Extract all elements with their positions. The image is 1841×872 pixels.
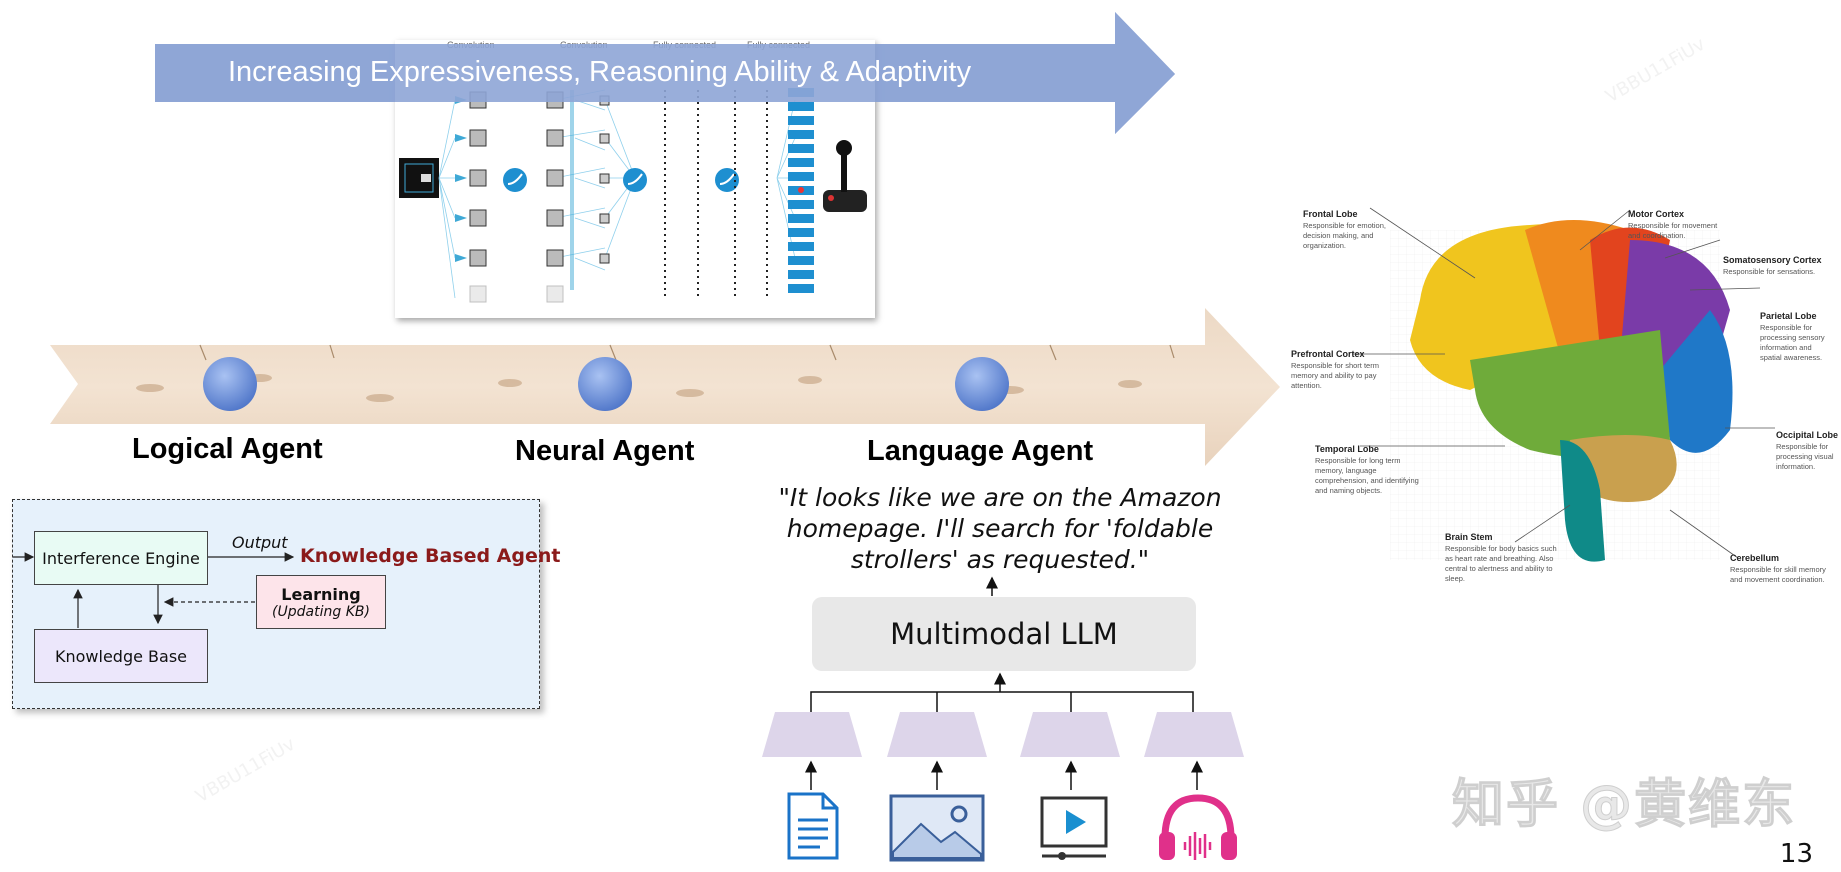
brain-region-title: Frontal Lobe (1303, 209, 1358, 219)
llm-connections (762, 576, 1244, 790)
language-agent-label: Language Agent (867, 435, 1094, 467)
brain-region-title: Motor Cortex (1628, 209, 1684, 219)
neural-network-figure: Convolution Convolution Fully connected … (395, 40, 875, 318)
brain-region-desc: Responsible for short term memory and ab… (1291, 361, 1379, 390)
background-watermark: VBBU11FiUv (192, 733, 299, 808)
brain-region-title: Brain Stem (1445, 532, 1493, 542)
network-drawing (399, 88, 867, 303)
encoder-trapezoid (1144, 712, 1244, 757)
brain-region-desc: Responsible for movement and coordinatio… (1628, 221, 1718, 240)
page-number: 13 (1779, 839, 1813, 869)
timeline-arrow (50, 308, 1280, 466)
background-watermark: VBBU11FiUv (1602, 33, 1709, 108)
timeline-node (955, 357, 1009, 411)
brain-region-desc: Responsible for long term memory, langua… (1315, 456, 1419, 495)
knowledge-based-agent-label: Knowledge Based Agent (300, 545, 561, 567)
brain-region-title: Temporal Lobe (1315, 444, 1379, 454)
timeline-node (203, 357, 257, 411)
brain-region-title: Somatosensory Cortex (1723, 255, 1822, 265)
timeline-node (578, 357, 632, 411)
knowledge-base-box: Knowledge Base (34, 629, 208, 683)
multimodal-llm-box: Multimodal LLM (812, 597, 1196, 671)
brain-region-title: Cerebellum (1730, 553, 1780, 563)
inference-engine-box: Interference Engine (34, 531, 208, 585)
output-label: Output (232, 533, 288, 552)
brain-region-desc: Responsible for sensations. (1723, 267, 1816, 276)
layer-header: Fully connected (747, 40, 811, 50)
brain-region-desc: Responsible for skill memory and movemen… (1730, 565, 1826, 584)
learning-title: Learning (281, 584, 361, 604)
encoder-trapezoid (887, 712, 987, 757)
brain-region-desc: Responsible for body basics such as hear… (1445, 544, 1557, 583)
zhihu-watermark: 知乎 @黄维东 (1451, 775, 1797, 836)
audio-icon (1159, 794, 1237, 860)
brain-region-desc: Responsible for processing visual inform… (1776, 442, 1834, 471)
neural-agent-label: Neural Agent (515, 435, 695, 467)
knowledge-based-agent-diagram: Interference Engine Output Knowledge Bas… (12, 499, 560, 709)
brain-region-desc: Responsible for emotion, decision making… (1303, 221, 1386, 250)
brain-region-title: Occipital Lobe (1776, 430, 1839, 440)
layer-header: Fully connected (653, 40, 717, 50)
brain-region-desc: Responsible for processing sensory infor… (1760, 323, 1825, 362)
learning-box: Learning (Updating KB) (256, 575, 386, 629)
agent-quote: "It looks like we are on the Amazon home… (778, 483, 1222, 574)
brain-region-title: Parietal Lobe (1760, 311, 1817, 321)
learning-subtitle: (Updating KB) (272, 603, 370, 620)
logical-agent-label: Logical Agent (132, 433, 323, 465)
brain-region-title: Prefrontal Cortex (1291, 349, 1365, 359)
layer-header: Convolution (447, 40, 495, 50)
image-icon (889, 794, 985, 862)
encoder-trapezoid (762, 712, 862, 757)
document-icon (787, 792, 839, 860)
encoder-trapezoid (1020, 712, 1120, 757)
brain-diagram: Frontal Lobe Responsible for emotion, de… (1270, 190, 1840, 610)
layer-header: Convolution (560, 40, 608, 50)
video-icon (1040, 796, 1108, 860)
